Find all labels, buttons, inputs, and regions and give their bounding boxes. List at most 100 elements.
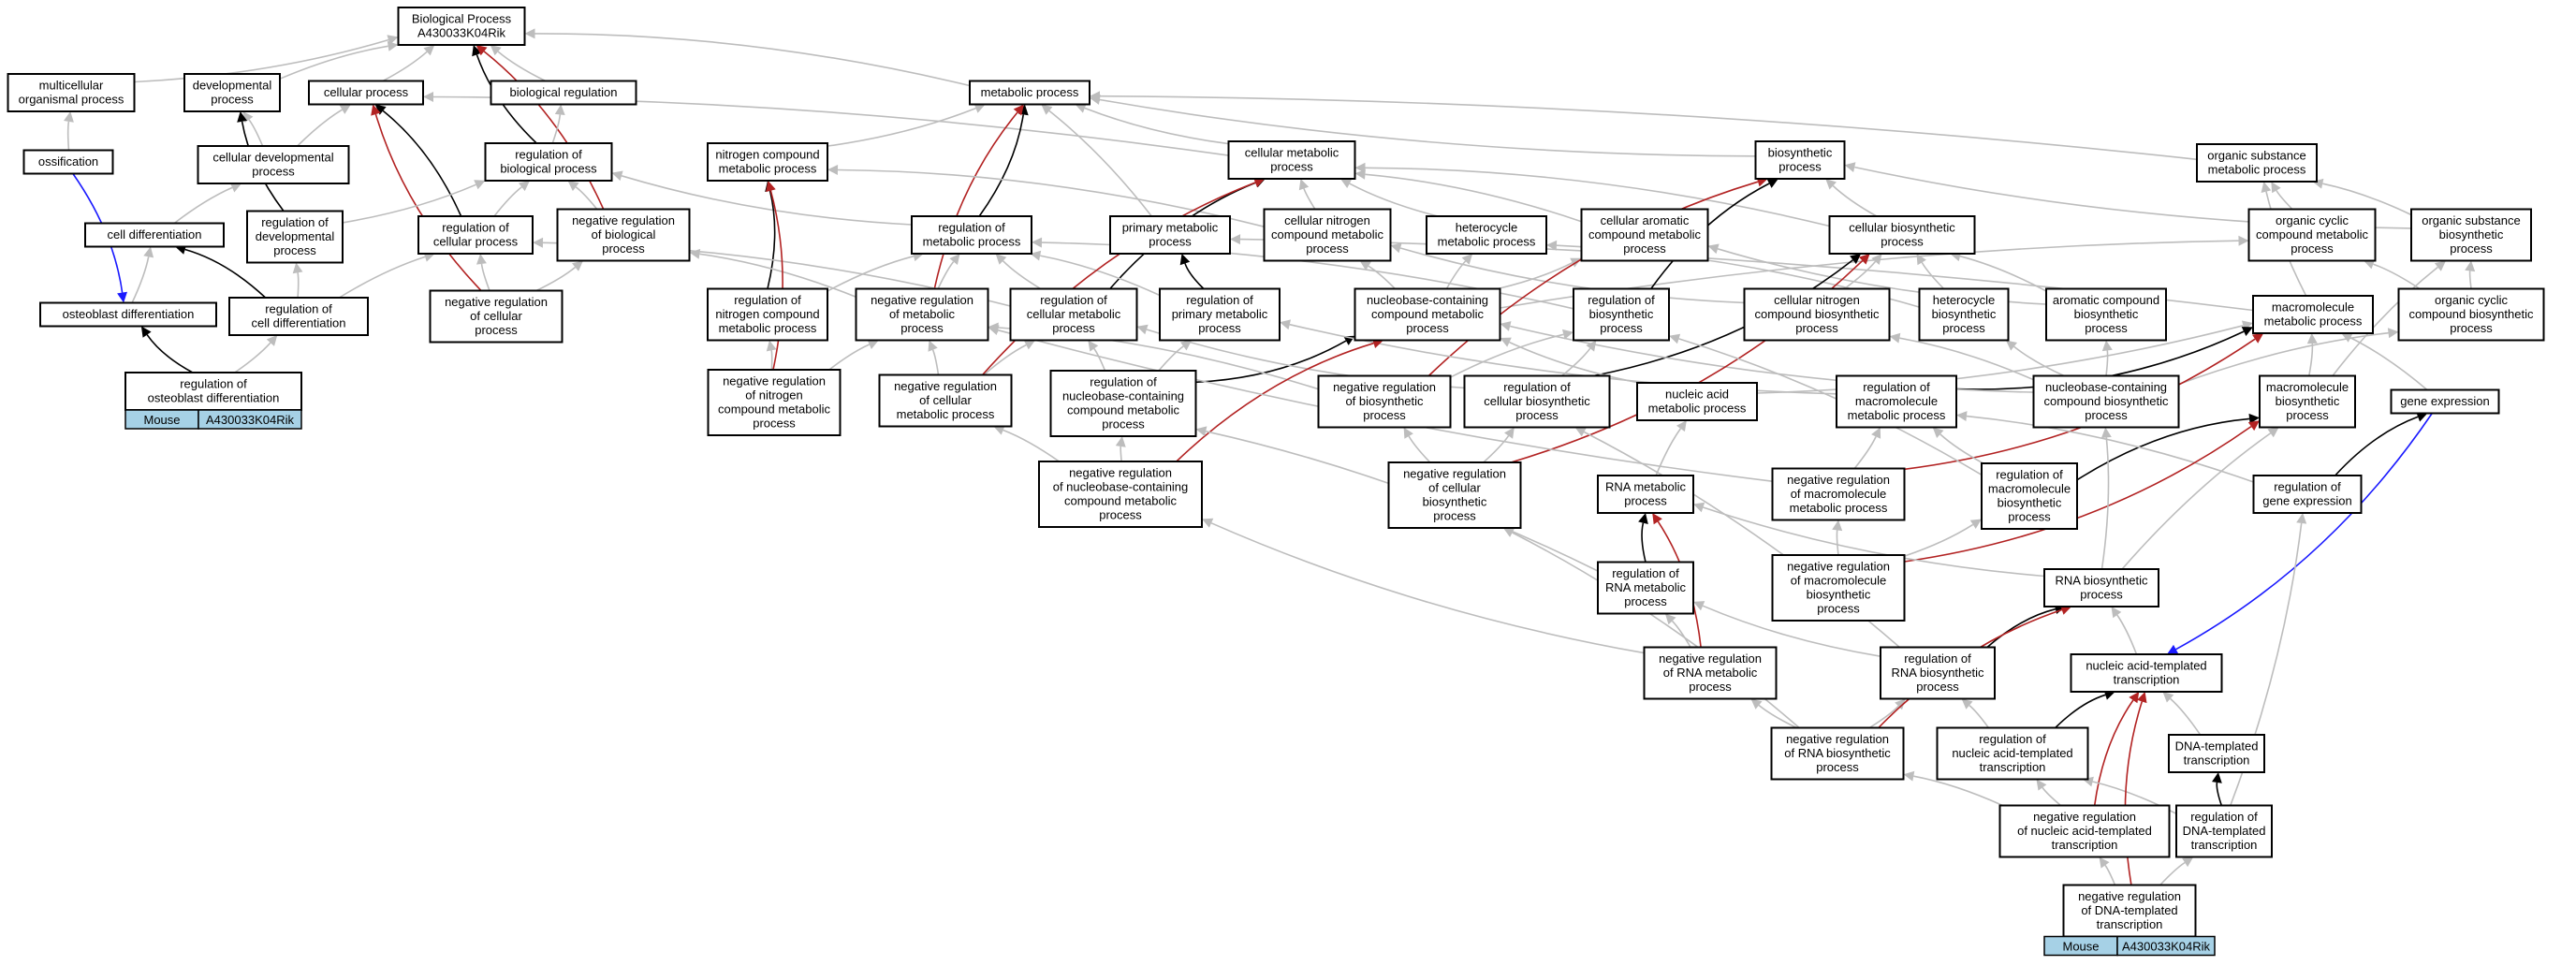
edge-part-of bbox=[2216, 782, 2223, 806]
term-label-line: biosynthetic bbox=[2439, 227, 2504, 242]
term-label-line: cellular aromatic bbox=[1601, 213, 1690, 227]
term-node-rmbp[interactable]: regulation ofmacromoleculebiosyntheticpr… bbox=[1981, 462, 2078, 530]
term-label-line: cell differentiation bbox=[252, 316, 346, 330]
term-box bbox=[2410, 208, 2532, 262]
edge-part-of bbox=[2334, 416, 2419, 476]
term-box bbox=[228, 297, 369, 336]
edge-is-a bbox=[2042, 786, 2062, 807]
edge-part-of bbox=[146, 334, 194, 373]
term-label-line: regulation of bbox=[180, 377, 247, 391]
term-node-obd[interactable]: osteoblast differentiation bbox=[39, 301, 217, 328]
term-label-line: metabolic process bbox=[897, 407, 995, 421]
term-label-line: of RNA metabolic bbox=[1663, 666, 1758, 680]
term-box bbox=[2252, 475, 2363, 514]
term-node-breg[interactable]: biological regulation bbox=[490, 80, 637, 106]
term-label-line: process bbox=[1433, 509, 1476, 523]
term-node-cdiff[interactable]: cell differentiation bbox=[84, 222, 225, 248]
term-box bbox=[197, 145, 350, 184]
arrowhead bbox=[766, 340, 777, 352]
term-node-oss[interactable]: ossification bbox=[22, 149, 114, 175]
arrowhead bbox=[2182, 856, 2194, 868]
term-box bbox=[1580, 208, 1709, 262]
edge-is-a bbox=[248, 119, 264, 147]
term-box bbox=[556, 208, 691, 262]
term-node-cp[interactable]: cellular process bbox=[308, 80, 424, 106]
term-node-rnbcmp[interactable]: regulation ofnucleobase-containingcompou… bbox=[1049, 370, 1197, 437]
term-label-line: process bbox=[1099, 508, 1142, 522]
edge-is-a bbox=[983, 344, 1027, 376]
term-label-line: process bbox=[1149, 235, 1192, 249]
term-node-ge[interactable]: gene expression bbox=[2390, 388, 2500, 415]
term-label-line: biosynthetic bbox=[1932, 307, 1997, 321]
arrowhead bbox=[371, 104, 381, 116]
term-label-line: cellular metabolic bbox=[1245, 146, 1339, 160]
term-label-line: regulation of bbox=[1996, 468, 2063, 482]
term-label-line: gene expression bbox=[2400, 394, 2489, 408]
edge-is-a bbox=[1904, 523, 1974, 557]
term-box bbox=[1263, 208, 1392, 262]
term-label-line: biosynthetic bbox=[1768, 146, 1833, 160]
edge-is-a bbox=[2178, 331, 2389, 386]
term-node-mp[interactable]: metabolic process bbox=[969, 80, 1090, 106]
